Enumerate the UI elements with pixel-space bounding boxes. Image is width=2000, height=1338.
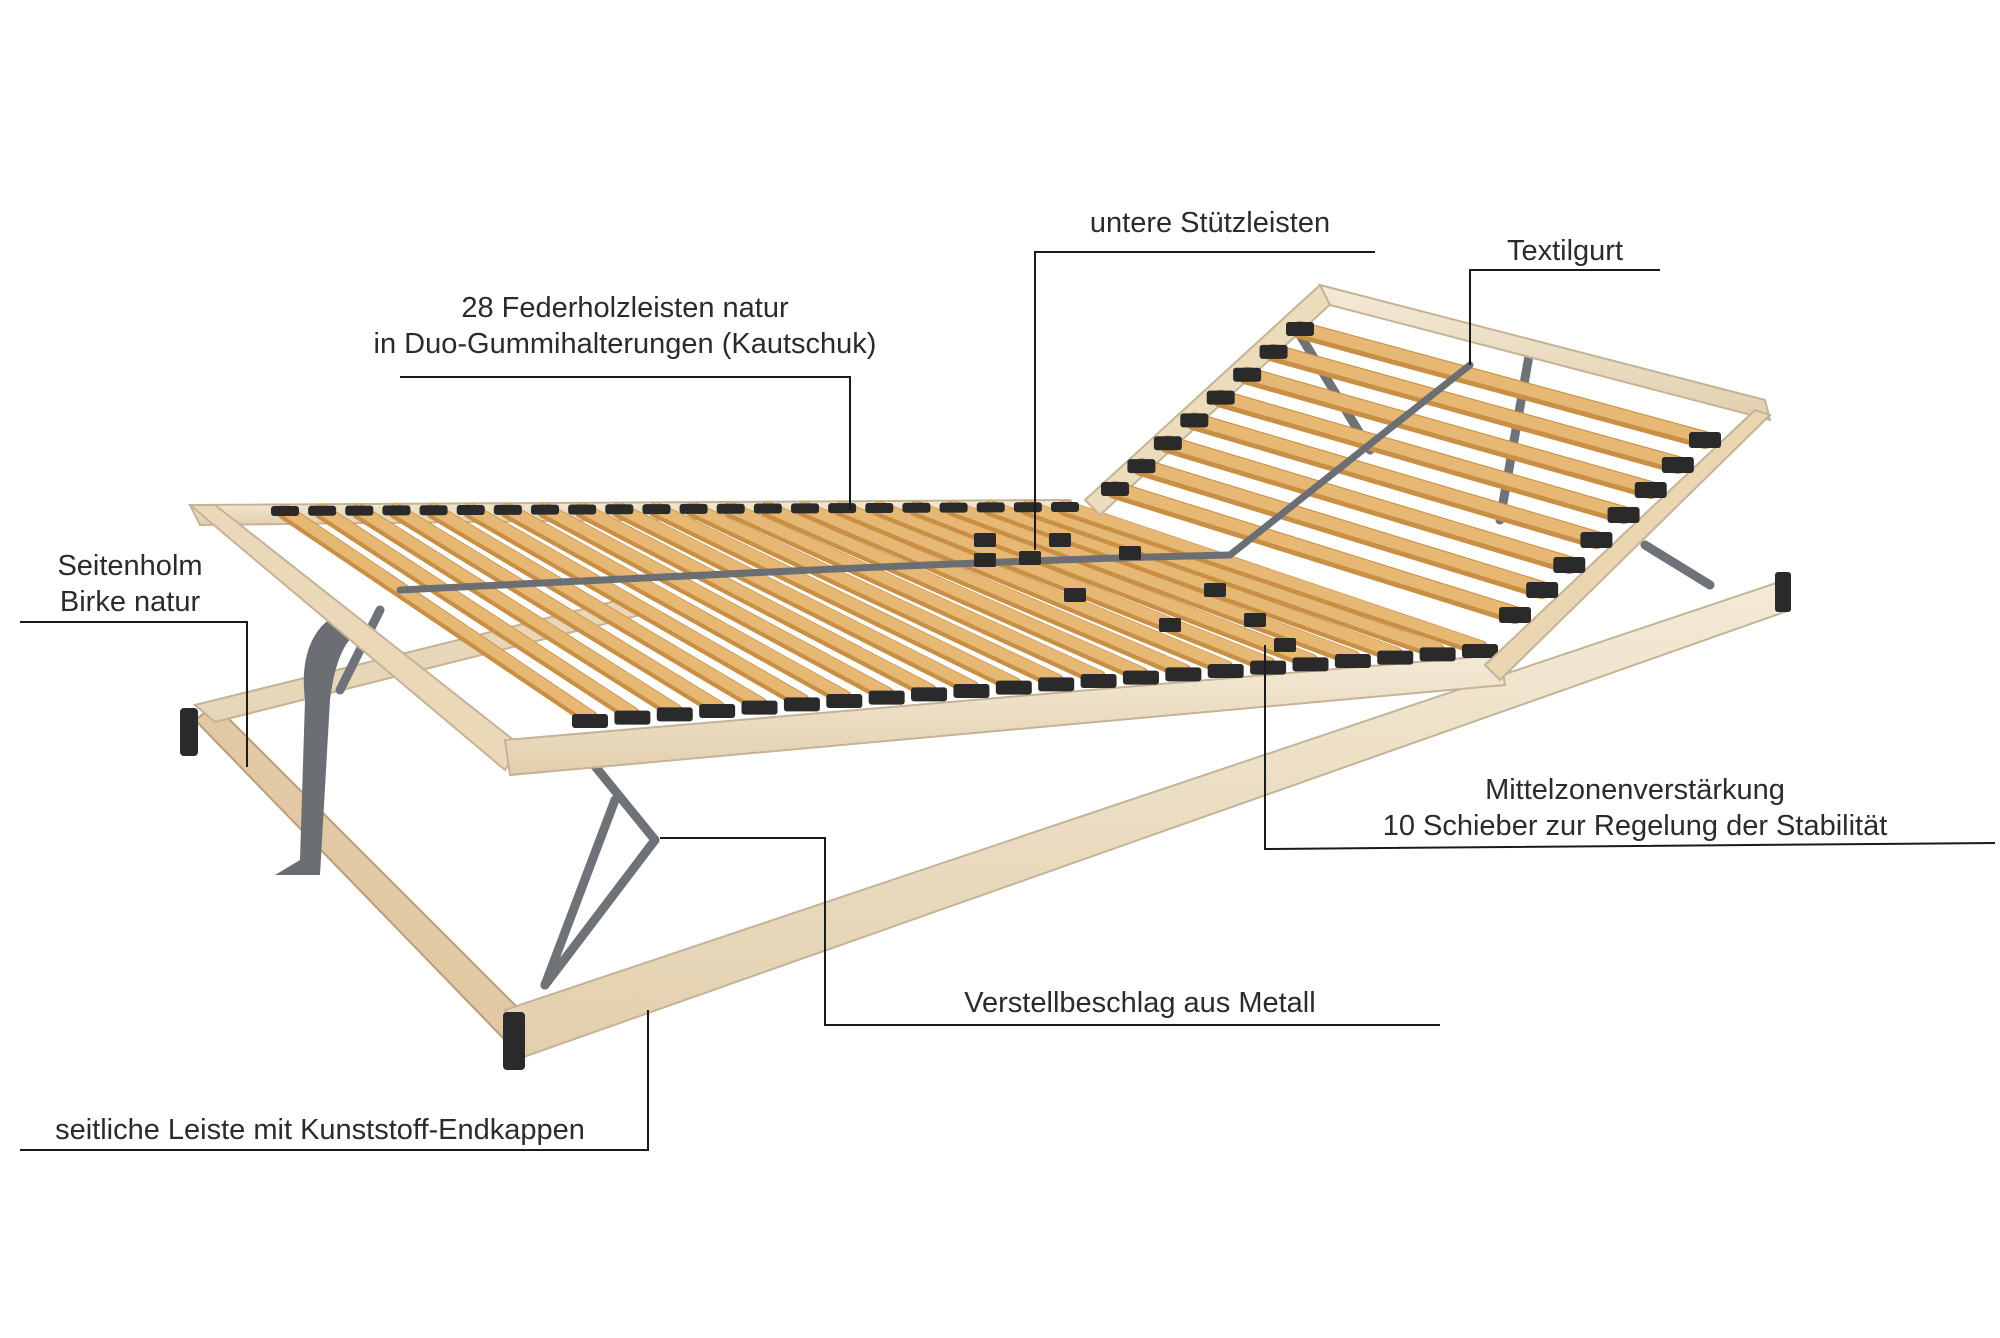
slat (419, 503, 778, 715)
slat (271, 504, 608, 728)
slider (1019, 551, 1041, 565)
slat (679, 501, 1075, 692)
leader-fitting (660, 837, 1440, 1026)
slider (1159, 618, 1181, 632)
label-side-rail-line1: Seitenholm (57, 550, 203, 582)
slat (642, 502, 1032, 695)
flat-slats (271, 500, 1498, 728)
leader-middle-zone (1264, 645, 1996, 851)
label-side-rail-line2: Birke natur (59, 586, 201, 618)
label-side-strip: seitliche Leiste mit Kunststoff-Endkappe… (50, 1112, 590, 1148)
slat (753, 501, 1159, 685)
label-support: untere Stützleisten (1065, 205, 1355, 241)
slat (1233, 366, 1667, 499)
end-cap-back-left (180, 708, 198, 756)
middle-zone-sliders (974, 533, 1296, 652)
slat (1127, 458, 1559, 599)
slat (382, 503, 736, 718)
slat (865, 500, 1287, 675)
fitting-front-strut-2 (540, 835, 660, 990)
slat (456, 503, 820, 712)
end-cap-front-left (503, 1012, 525, 1070)
head-slats (1101, 321, 1721, 624)
slat (1206, 389, 1640, 524)
slat (308, 503, 651, 725)
label-slats: 28 Federholzleisten natur in Duo-Gummiha… (350, 290, 900, 362)
belt-head (1226, 361, 1474, 559)
slat (1013, 500, 1456, 662)
metal-fittings (335, 330, 1715, 990)
fitting-back-strut (335, 605, 385, 695)
slat (1180, 412, 1613, 549)
label-fitting-line1: Verstellbeschlag aus Metall (964, 987, 1316, 1019)
label-slats-line2: in Duo-Gummihalterungen (Kautschuk) (373, 328, 877, 360)
slat (716, 501, 1117, 688)
frame-front-rail (503, 653, 1507, 777)
label-side-rail: Seitenholm Birke natur (40, 548, 220, 620)
slat (1101, 481, 1531, 624)
lower-left-strip (193, 703, 532, 1042)
slider (1204, 583, 1226, 597)
slat (828, 501, 1244, 678)
leader-belt (1469, 269, 1660, 365)
label-middle-zone-line2: 10 Schieber zur Regelung der Stabilität (1382, 810, 1888, 842)
slat (976, 500, 1414, 665)
slat (939, 500, 1371, 668)
slat (531, 502, 905, 705)
slider (1244, 613, 1266, 627)
leader-slats (400, 376, 851, 510)
slat (791, 501, 1202, 682)
slider (1119, 546, 1141, 560)
slider (974, 553, 996, 567)
slider (1064, 588, 1086, 602)
slat (1259, 343, 1694, 474)
label-middle-zone: Mittelzonenverstärkung 10 Schieber zur R… (1370, 772, 1900, 844)
leader-side-strip (20, 1010, 649, 1151)
slat (345, 503, 693, 722)
slat (1051, 500, 1498, 658)
hanging-strap (275, 610, 360, 875)
main-frame (187, 498, 1507, 777)
label-belt: Textilgurt (1490, 233, 1640, 269)
label-support-line1: untere Stützleisten (1089, 207, 1331, 239)
end-cap-front-right (1775, 572, 1791, 612)
slat (1286, 321, 1721, 449)
slider (974, 533, 996, 547)
label-belt-line1: Textilgurt (1506, 235, 1624, 267)
slat (493, 502, 863, 708)
leader-side-rail (20, 621, 248, 767)
head-top-rail (1318, 283, 1772, 422)
fitting-front-strut-1 (585, 755, 660, 845)
leader-support (1034, 251, 1375, 550)
label-middle-zone-line1: Mittelzonenverstärkung (1485, 774, 1785, 806)
label-slats-line1: 28 Federholzleisten natur (461, 292, 789, 324)
slat (605, 502, 990, 698)
slat (568, 502, 948, 702)
slider (1274, 638, 1296, 652)
fitting-front-strut-3 (540, 795, 620, 990)
fitting-head-strut-2 (1640, 540, 1715, 590)
label-fitting: Verstellbeschlag aus Metall (960, 985, 1320, 1021)
label-side-strip-line1: seitliche Leiste mit Kunststoff-Endkappe… (55, 1114, 585, 1146)
fitting-head-strut-3 (1495, 345, 1535, 525)
slider (1049, 533, 1071, 547)
leader-lines (20, 251, 1996, 1151)
slat (1153, 435, 1586, 574)
